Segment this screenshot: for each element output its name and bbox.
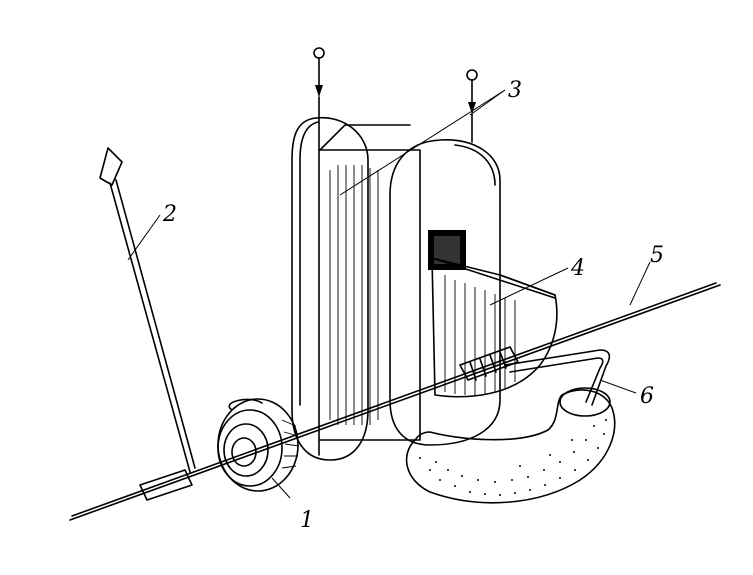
terminal-left — [313, 47, 325, 456]
label-4: 4 — [570, 256, 585, 281]
coil-winding — [319, 124, 421, 441]
label-6: 6 — [640, 384, 654, 409]
label-2: 2 — [162, 202, 177, 227]
coil-winding-hatching — [329, 165, 379, 425]
damper-arm — [504, 349, 611, 406]
terminal-right — [466, 69, 478, 143]
leader-lines — [127, 89, 651, 499]
label-1: 1 — [300, 508, 314, 533]
moving-vane — [431, 257, 558, 398]
label-3: 3 — [508, 78, 522, 103]
coil-rear-flange — [291, 116, 369, 461]
label-5: 5 — [650, 243, 664, 268]
spiral-spring — [217, 398, 300, 492]
damper-stipple — [419, 419, 607, 496]
pointer — [99, 147, 196, 473]
damper-tube — [405, 387, 616, 504]
spindle — [69, 282, 721, 521]
